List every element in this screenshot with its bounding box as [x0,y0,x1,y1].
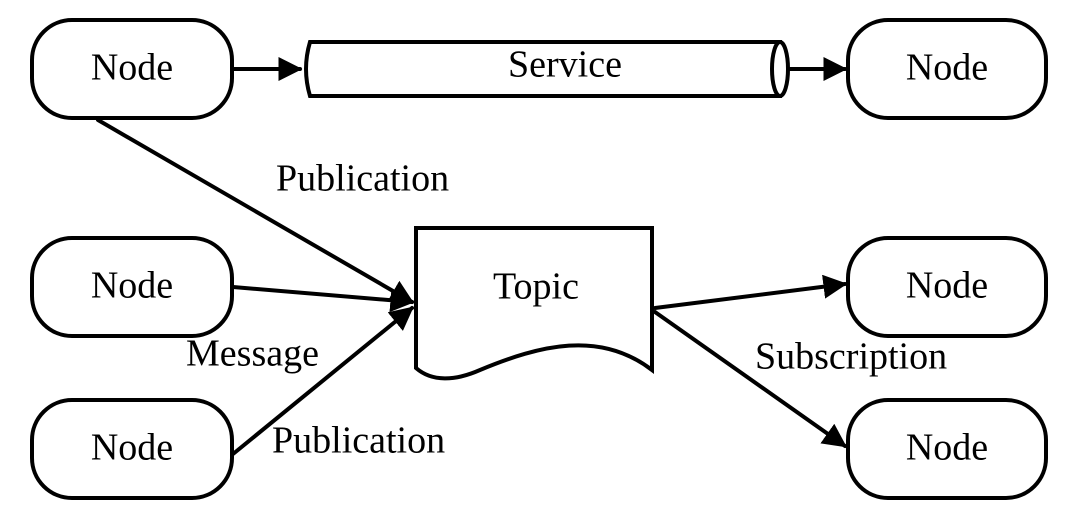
node-label: Node [91,47,173,89]
publication-label-top: Publication [276,158,449,200]
publication-label-bottom: Publication [272,420,445,462]
subscription-label: Subscription [755,336,947,378]
service-label: Service [508,44,622,86]
node-label: Node [906,47,988,89]
topic-label: Topic [493,266,579,308]
message-label: Message [186,333,319,375]
node-label: Node [906,265,988,307]
node-label: Node [906,427,988,469]
message-arrow [231,285,415,313]
node-subscriber-top: Node [846,236,1048,338]
publication-arrow-bottom [231,306,414,456]
node-label: Node [91,427,173,469]
node-subscriber-bottom: Node [846,398,1048,500]
subscription-arrow-top [653,274,848,310]
subscription-arrow-bottom [653,310,847,448]
node-publisher-bottom: Node [30,398,234,500]
topic-document: Topic [414,226,654,381]
publication-arrow-top [96,118,415,304]
node-label: Node [91,265,173,307]
service-pipe: Service [304,40,790,98]
node-service-server: Node [846,18,1048,120]
node-publisher-top: Node [30,18,234,120]
node-publisher-mid: Node [30,236,234,338]
